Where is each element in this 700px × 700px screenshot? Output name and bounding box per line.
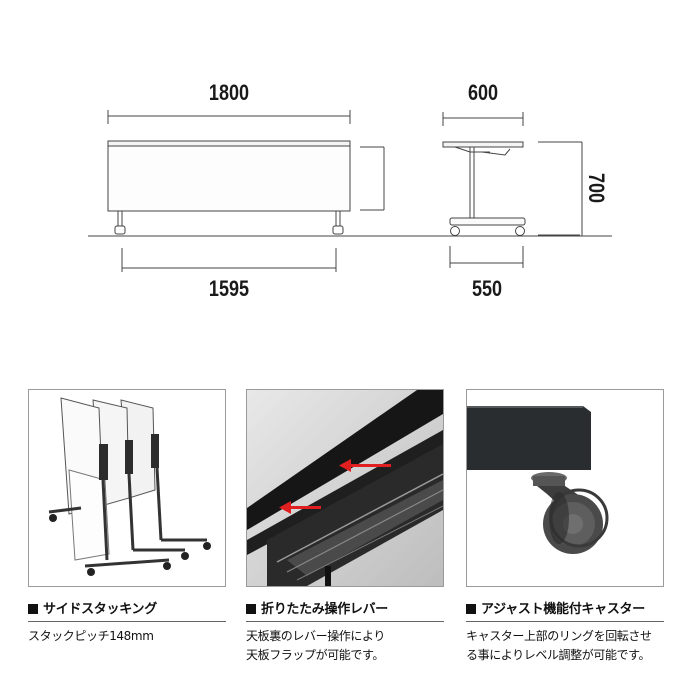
photo-folding-lever xyxy=(246,389,444,587)
feature-desc-lever: 天板裏のレバー操作により 天板フラップが可能です。 xyxy=(246,629,385,662)
dimension-drawing xyxy=(88,110,612,272)
feature-desc-stacking: スタックピッチ148mm xyxy=(28,629,154,643)
divider xyxy=(246,621,444,622)
arrow-icon xyxy=(279,459,391,514)
side-view-table xyxy=(442,112,583,268)
feature-title-lever: 折りたたみ操作レバー xyxy=(246,598,388,617)
bullet-square-icon xyxy=(246,604,256,614)
photo-adjustable-caster xyxy=(466,389,664,587)
stacked-table-back xyxy=(120,399,211,550)
front-view-table xyxy=(107,110,385,272)
feature-desc-caster: キャスター上部のリングを回転させ る事によりレベル調整が可能です。 xyxy=(466,629,652,662)
bullet-square-icon xyxy=(28,604,38,614)
divider xyxy=(466,621,664,622)
stacked-table-front xyxy=(48,397,171,576)
dimension-1595: 1595 xyxy=(208,276,250,301)
photo-side-stacking xyxy=(28,389,226,587)
dimension-1800: 1800 xyxy=(208,80,250,105)
bullet-square-icon xyxy=(466,604,476,614)
dimension-550: 550 xyxy=(471,276,503,301)
dimension-600: 600 xyxy=(467,80,499,105)
dimension-700: 700 xyxy=(584,172,609,204)
feature-title-stacking: サイドスタッキング xyxy=(28,598,157,617)
divider xyxy=(28,621,226,622)
feature-title-caster: アジャスト機能付キャスター xyxy=(466,598,645,617)
